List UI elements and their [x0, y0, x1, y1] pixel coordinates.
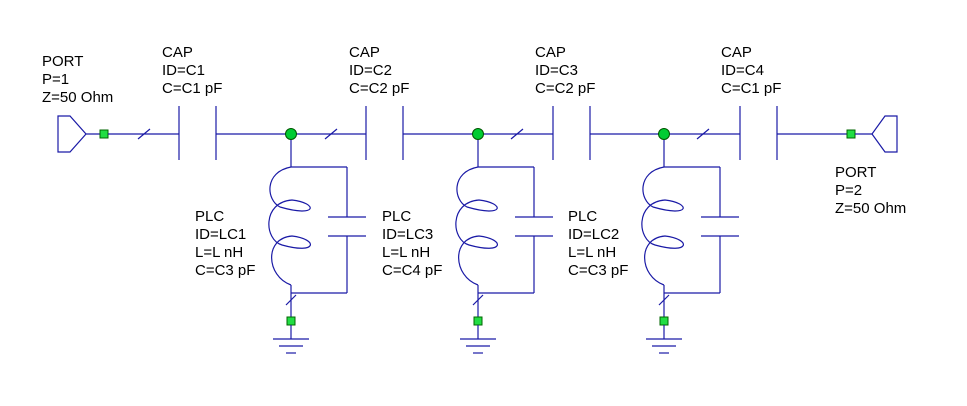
plc-resonator-1: PLC ID=LC1 L=L nH C=C3 pF	[195, 128, 366, 354]
port-1-pin	[99, 129, 109, 139]
port-2-symbol	[871, 115, 898, 153]
cap-2-label: CAP ID=C2 C=C2 pF	[349, 44, 409, 97]
plc-1-title: PLC	[195, 208, 224, 225]
plc-3-capacitance: C=C3 pF	[568, 262, 628, 279]
plc-3-inductor-coil	[641, 166, 684, 286]
port-1-title: PORT	[42, 53, 83, 70]
port-2-number: P=2	[835, 182, 862, 199]
plc-1-inductor-coil	[268, 166, 311, 286]
wire-slash	[510, 128, 524, 140]
cap-3-id: ID=C3	[535, 62, 578, 79]
plc-2-ground-pin	[473, 316, 483, 326]
cap-1-value: C=C1 pF	[162, 80, 222, 97]
wire-slash	[137, 128, 151, 140]
wire-slash	[324, 128, 338, 140]
port-1-number: P=1	[42, 71, 69, 88]
plc-3-ground-pin	[659, 316, 669, 326]
plc-2-inductor-coil	[455, 166, 498, 286]
cap-1-label: CAP ID=C1 C=C1 pF	[162, 44, 222, 97]
node-junction-2	[472, 128, 484, 140]
cap-3-label: CAP ID=C3 C=C2 pF	[535, 44, 595, 97]
port-2: PORT P=2 Z=50 Ohm	[835, 115, 906, 217]
port-1-symbol	[57, 115, 87, 153]
plc-resonator-2: PLC ID=LC3 L=L nH C=C4 pF	[382, 128, 553, 354]
plc-1-ground-pin	[286, 316, 296, 326]
plc-3-inductance: L=L nH	[568, 244, 616, 261]
cap-4-title: CAP	[721, 44, 752, 61]
plc-resonator-3: PLC ID=LC2 L=L nH C=C3 pF	[568, 128, 739, 354]
cap-2-title: CAP	[349, 44, 380, 61]
plc-1-slash	[285, 294, 297, 306]
plc-1-inductance: L=L nH	[195, 244, 243, 261]
node-junction-1	[285, 128, 297, 140]
cap-4-id: ID=C4	[721, 62, 764, 79]
cap-2-id: ID=C2	[349, 62, 392, 79]
cap-4-label: CAP ID=C4 C=C1 pF	[721, 44, 781, 97]
cap-1-title: CAP	[162, 44, 193, 61]
plc-1-capacitance: C=C3 pF	[195, 262, 255, 279]
cap-3-title: CAP	[535, 44, 566, 61]
cap-2-value: C=C2 pF	[349, 80, 409, 97]
port-2-title: PORT	[835, 164, 876, 181]
cap-4-value: C=C1 pF	[721, 80, 781, 97]
port-2-impedance: Z=50 Ohm	[835, 200, 906, 217]
node-junction-3	[658, 128, 670, 140]
plc-2-title: PLC	[382, 208, 411, 225]
plc-3-title: PLC	[568, 208, 597, 225]
port-1: PORT P=1 Z=50 Ohm	[42, 53, 113, 153]
port-2-pin	[846, 129, 856, 139]
plc-3-slash	[658, 294, 670, 306]
plc-1-id: ID=LC1	[195, 226, 246, 243]
cap-1-id: ID=C1	[162, 62, 205, 79]
plc-2-slash	[472, 294, 484, 306]
cap-3-value: C=C2 pF	[535, 80, 595, 97]
plc-3-id: ID=LC2	[568, 226, 619, 243]
plc-2-id: ID=LC3	[382, 226, 433, 243]
plc-2-inductance: L=L nH	[382, 244, 430, 261]
wire-slash	[696, 128, 710, 140]
port-1-impedance: Z=50 Ohm	[42, 89, 113, 106]
plc-2-capacitance: C=C4 pF	[382, 262, 442, 279]
